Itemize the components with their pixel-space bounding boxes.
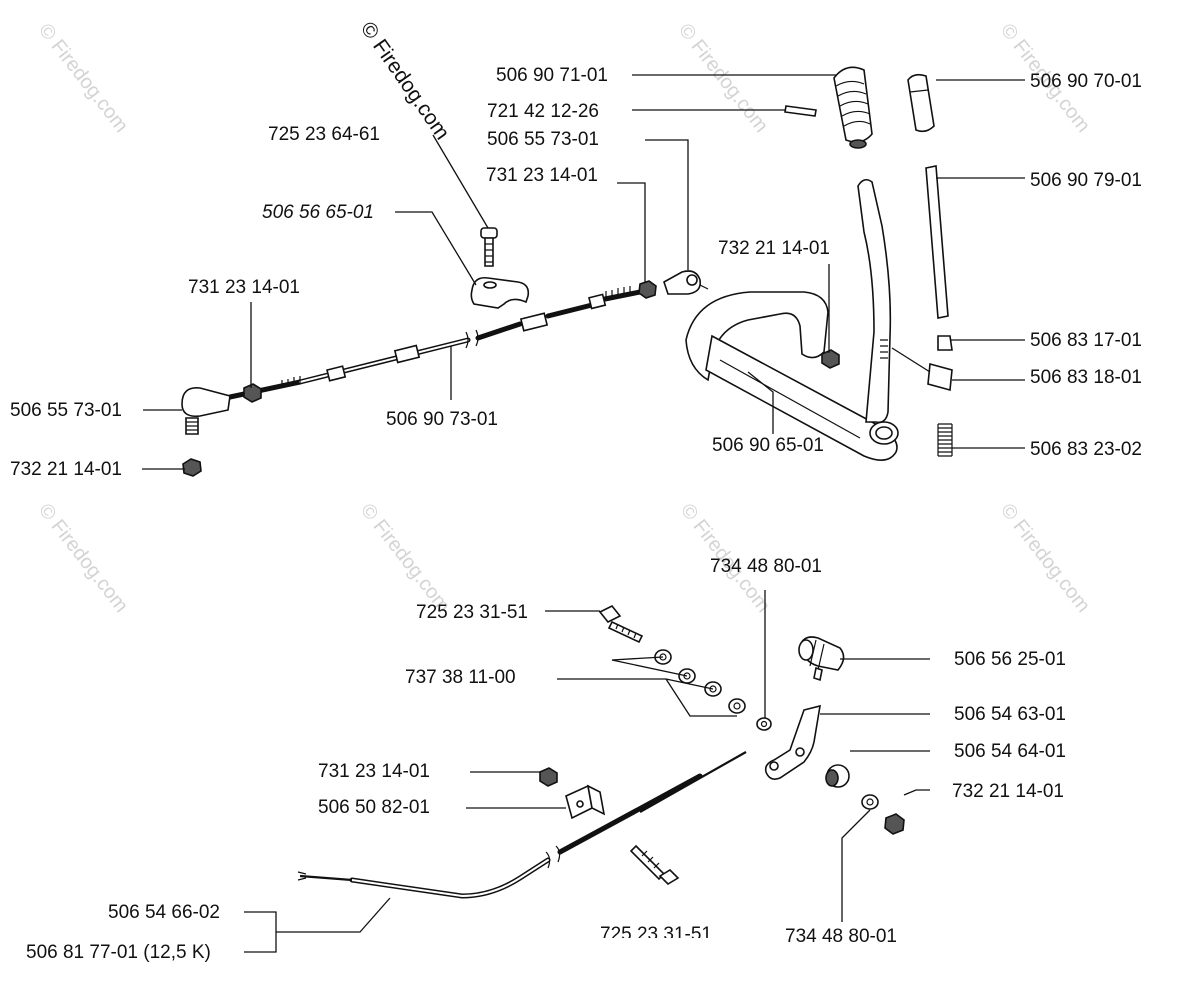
label-506557301-left: 506 55 73-01 [10, 400, 122, 421]
label-506831701: 506 83 17-01 [1030, 330, 1142, 351]
watermark-tile: © Firedog.com [34, 20, 132, 137]
plate-506831801 [927, 362, 953, 392]
nut-731231401 [539, 767, 558, 787]
washer-734488001-bottom [861, 794, 879, 810]
label-734488001-bottom: 734 48 80-01 [785, 926, 897, 947]
nut-732211401 [884, 813, 905, 835]
watermark-tile: © Firedog.com [996, 500, 1094, 617]
washer-734488001-top [756, 717, 772, 731]
screw-725233151-top [598, 604, 644, 644]
shift-lever-rod [857, 178, 892, 424]
label-734488001-top: 734 48 80-01 [710, 556, 822, 577]
screw-725236461 [480, 227, 498, 267]
label-721421226: 721 42 12-26 [487, 101, 599, 122]
label-732211401-mid: 732 21 14-01 [718, 238, 830, 259]
nut-731231401-top [638, 280, 657, 299]
bushing-506546401 [825, 764, 850, 788]
label-crop-mask [596, 938, 736, 948]
watermark-tile: © Firedog.com [34, 500, 132, 617]
upper-leader-lines [142, 74, 1025, 470]
label-731231401-top: 731 23 14-01 [486, 165, 598, 186]
bracket-506508201 [565, 784, 606, 820]
label-506546301: 506 54 63-01 [954, 704, 1066, 725]
label-725236461: 725 23 64-61 [268, 124, 380, 145]
lower-leader-lines [244, 590, 930, 953]
washers-737381100 [654, 649, 746, 714]
label-506832302: 506 83 23-02 [1030, 439, 1142, 460]
label-506907101: 506 90 71-01 [496, 65, 608, 86]
sleeve-506831701 [937, 335, 953, 351]
label-731231401: 731 23 14-01 [318, 761, 430, 782]
screw-725233151-bottom [629, 844, 680, 886]
label-506907001: 506 90 70-01 [1030, 71, 1142, 92]
rod-knob-right [907, 73, 935, 133]
label-506907301: 506 90 73-01 [386, 409, 498, 430]
label-732211401: 732 21 14-01 [952, 781, 1064, 802]
label-506546401: 506 54 64-01 [954, 741, 1066, 762]
lower-assembly: 734 48 80-01 725 23 31-51 737 38 11-00 5… [26, 556, 1066, 963]
upper-assembly: 506 90 71-01 721 42 12-26 506 55 73-01 7… [10, 65, 1142, 480]
lever-506546301 [764, 704, 821, 780]
label-506546602: 506 54 66-02 [108, 902, 220, 923]
rod-506907901 [925, 165, 949, 319]
watermark-tile: © Firedog.com [674, 20, 772, 137]
nut-731231401-left [243, 383, 262, 403]
label-506508201: 506 50 82-01 [318, 797, 430, 818]
label-506557301-top: 506 55 73-01 [487, 129, 599, 150]
ball-joint-top [663, 270, 709, 295]
label-732211401-left: 732 21 14-01 [10, 459, 122, 480]
watermark-tile: © Firedog.com [356, 500, 454, 617]
knob-506562501 [798, 636, 845, 682]
label-731231401-left: 731 23 14-01 [188, 277, 300, 298]
lever-knob [833, 66, 873, 149]
label-506562501: 506 56 25-01 [954, 649, 1066, 670]
label-506906501: 506 90 65-01 [712, 435, 824, 456]
label-506566501: 506 56 65-01 [262, 202, 374, 223]
cable-clamp [470, 276, 530, 309]
throttle-cable-lower [297, 751, 747, 899]
throttle-cable-upper [227, 286, 643, 400]
label-737381100: 737 38 11-00 [405, 667, 516, 688]
lever-tube-bracket [685, 291, 899, 461]
spring-506832302 [937, 423, 953, 457]
nut-732211401-mid [821, 349, 840, 369]
label-506817701: 506 81 77-01 (12,5 K) [26, 942, 211, 963]
nut-732211401-left [182, 458, 202, 477]
label-725233151-top: 725 23 31-51 [416, 602, 528, 623]
label-506907901: 506 90 79-01 [1030, 170, 1142, 191]
pin-721421226 [784, 105, 817, 117]
label-506831801: 506 83 18-01 [1030, 367, 1142, 388]
ball-joint-left [181, 387, 231, 435]
